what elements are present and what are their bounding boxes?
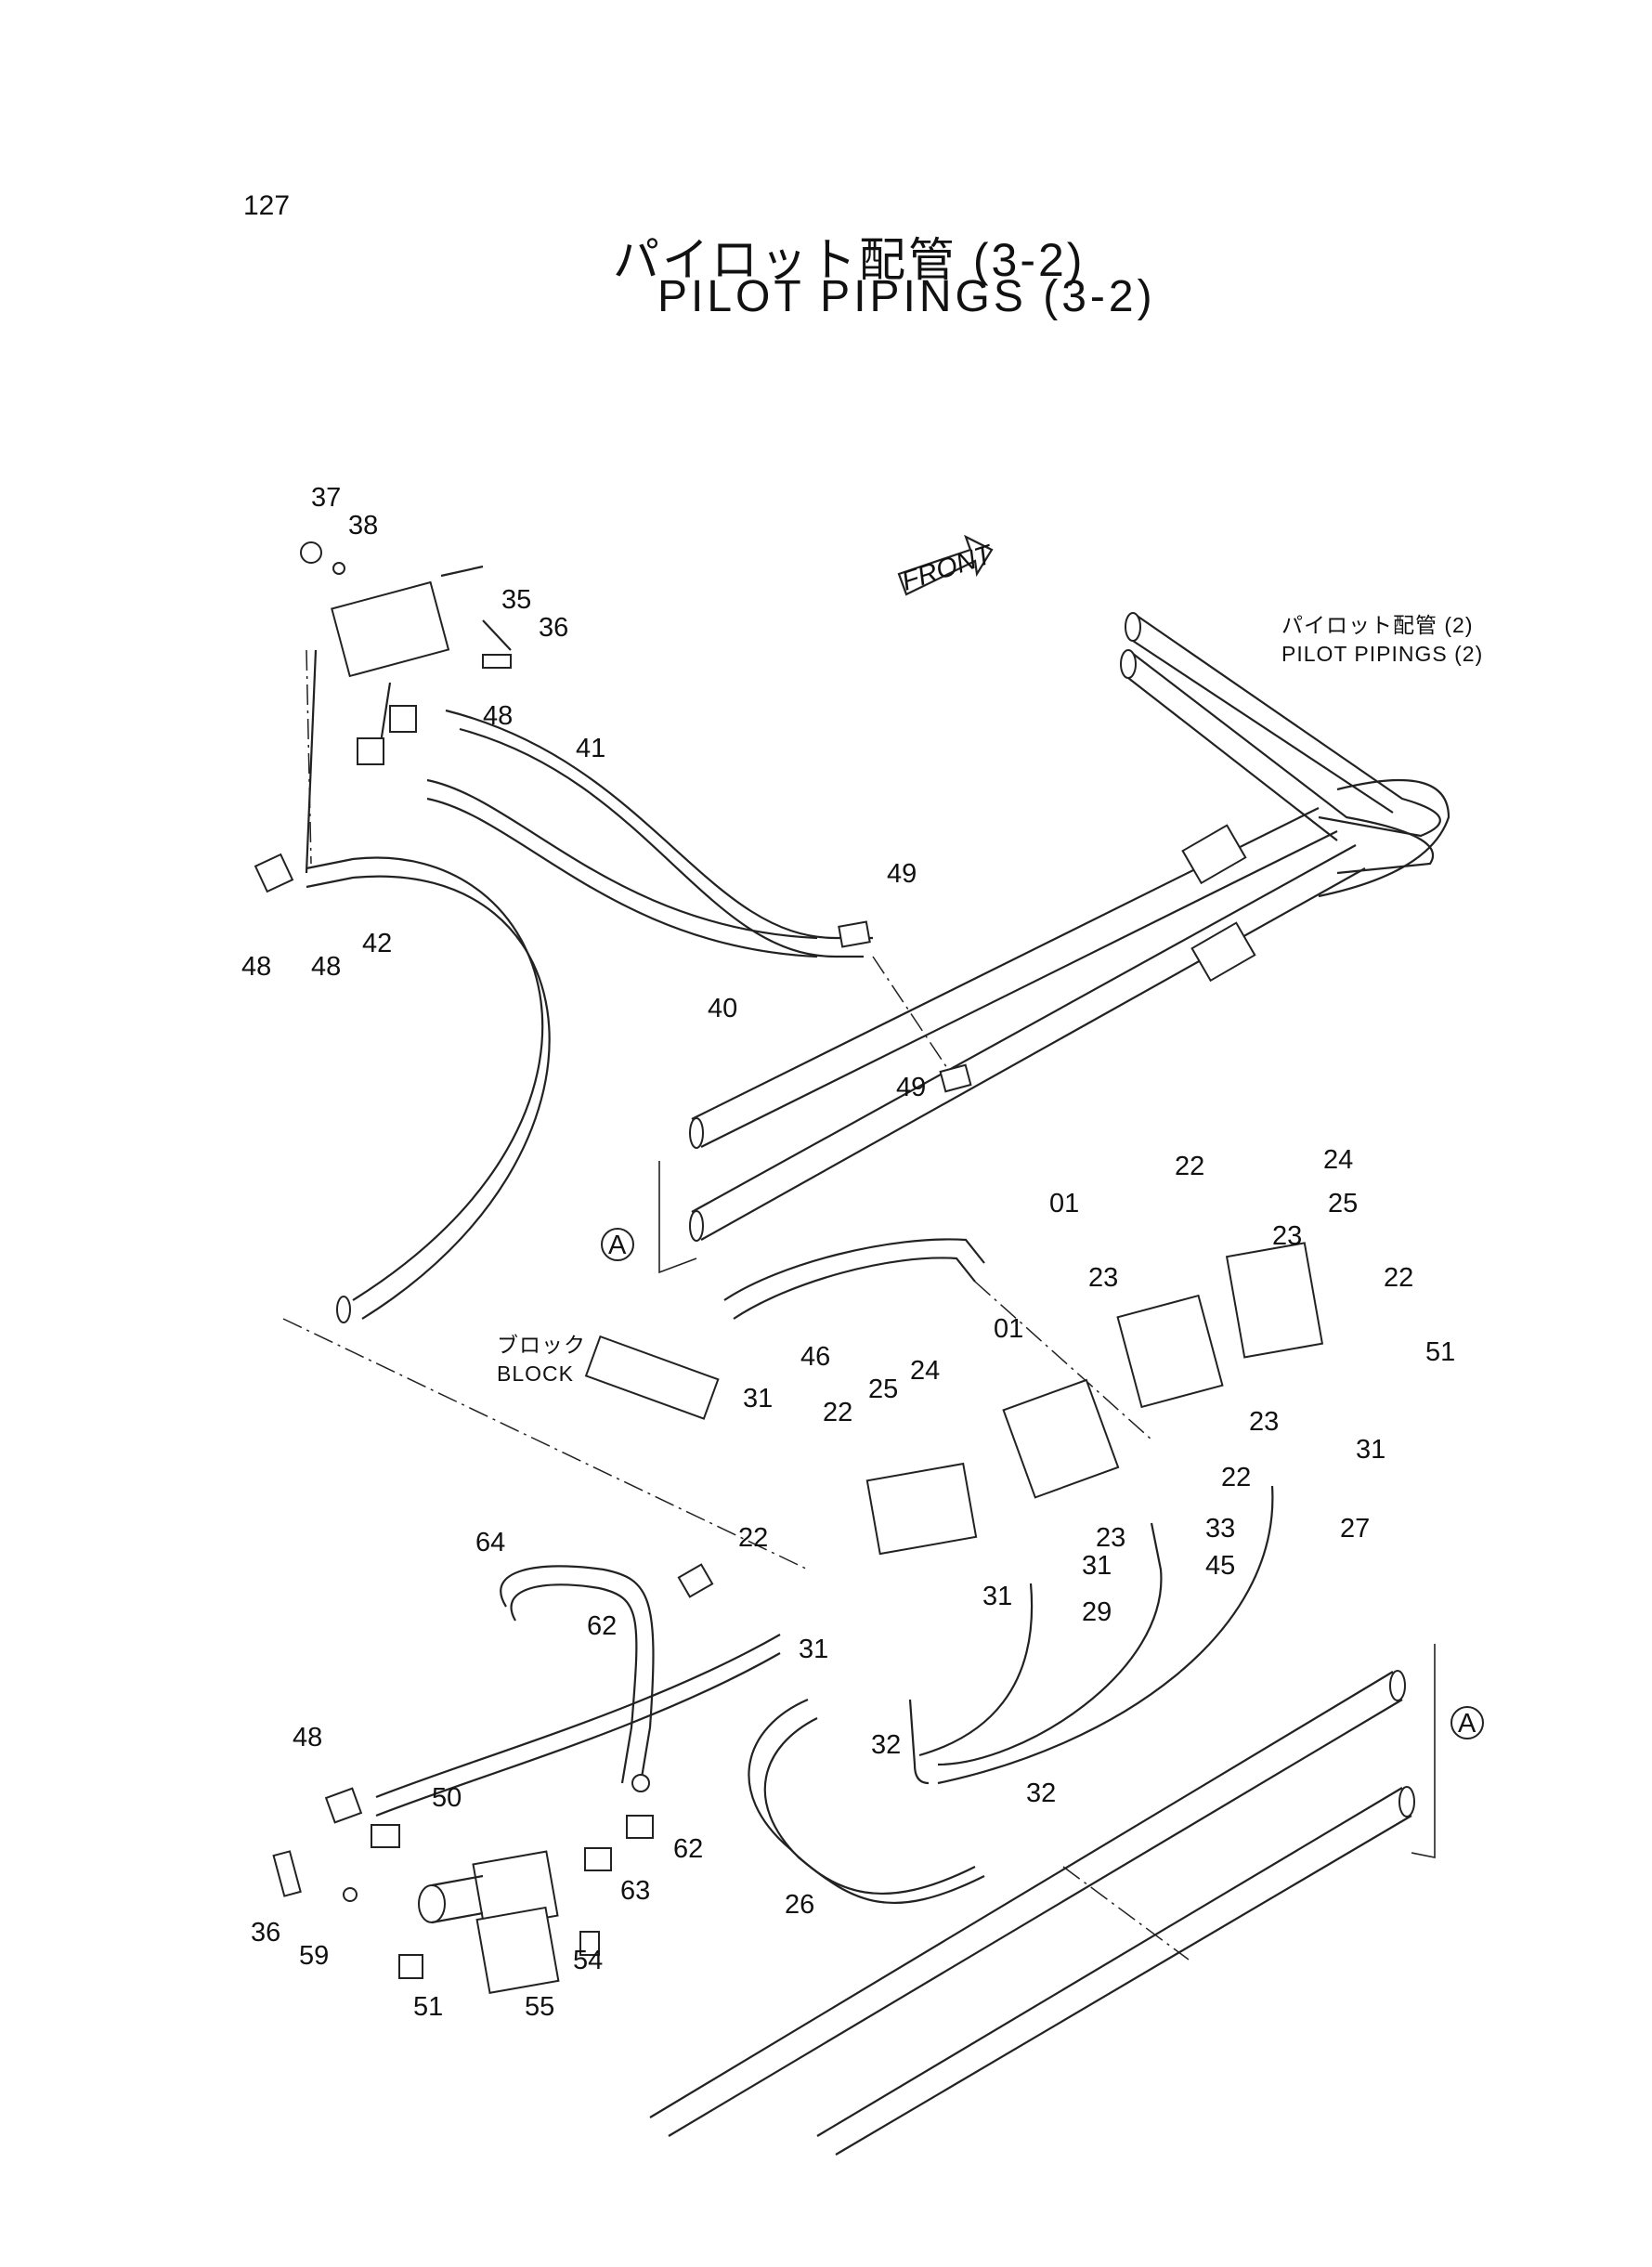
upper-valve-assembly <box>254 541 972 1323</box>
reference-note: パイロット配管 (2) PILOT PIPINGS (2) <box>1281 611 1483 669</box>
part-number-label: 51 <box>413 1992 443 2022</box>
block-note: ブロック BLOCK <box>497 1331 586 1388</box>
part-number-label: 25 <box>1328 1189 1358 1218</box>
part-number-label: 25 <box>868 1375 898 1404</box>
part-number-label: 48 <box>483 701 513 731</box>
title-japanese: パイロット配管 (3-2) <box>613 234 1086 286</box>
pipe-bundle-lower: A <box>649 1644 1484 2156</box>
part-number-label: 23 <box>1249 1407 1279 1437</box>
part-number-label: 49 <box>887 859 917 889</box>
part-number-label: 41 <box>576 734 605 763</box>
part-number-label: 40 <box>708 994 737 1023</box>
part-number-label: 48 <box>311 952 341 982</box>
part-number-label: 64 <box>475 1528 505 1557</box>
part-number-label: 62 <box>673 1834 703 1864</box>
reference-note-en: PILOT PIPINGS (2) <box>1281 642 1484 666</box>
marker-a-upper: A <box>608 1231 627 1260</box>
part-number-label: 37 <box>311 483 341 513</box>
part-number-label: 38 <box>348 511 378 541</box>
block-note-en: BLOCK <box>497 1362 574 1386</box>
part-number-label: 24 <box>910 1356 940 1386</box>
part-number-label: 23 <box>1272 1221 1302 1251</box>
pipe-bundle-upper: A <box>601 612 1450 1274</box>
part-number-label: 59 <box>299 1941 329 1971</box>
part-number-label: 01 <box>994 1314 1023 1344</box>
part-number-label: 23 <box>1088 1263 1118 1293</box>
part-number-label: 45 <box>1205 1551 1235 1581</box>
part-number-label: 33 <box>1205 1514 1235 1544</box>
part-number-label: 50 <box>432 1783 462 1813</box>
reference-note-jp: パイロット配管 (2) <box>1281 613 1474 637</box>
part-number-label: 36 <box>251 1918 280 1948</box>
title-english: PILOT PIPINGS (3-2) <box>657 272 1156 321</box>
part-number-label: 55 <box>525 1992 554 2022</box>
part-number-label: 31 <box>1356 1435 1385 1465</box>
lower-left-assembly <box>272 1563 781 1994</box>
part-number-label: 54 <box>573 1946 603 1975</box>
part-number-label: 22 <box>823 1398 852 1427</box>
part-number-label: 26 <box>785 1890 814 1920</box>
part-number-label: 29 <box>1082 1597 1112 1627</box>
part-number-label: 01 <box>1049 1189 1079 1218</box>
part-number-label: 31 <box>799 1635 828 1664</box>
part-number-label: 27 <box>1340 1514 1370 1544</box>
part-number-label: 46 <box>800 1342 830 1372</box>
part-number-label: 32 <box>871 1730 901 1760</box>
marker-a-lower: A <box>1458 1709 1476 1739</box>
part-number-label: 22 <box>1221 1463 1251 1492</box>
part-number-label: 22 <box>738 1523 768 1553</box>
page-number: 127 <box>243 190 291 221</box>
part-number-label: 48 <box>293 1723 322 1752</box>
part-number-label: 63 <box>620 1876 650 1906</box>
part-number-label: 31 <box>982 1582 1012 1611</box>
part-number-label: 22 <box>1384 1263 1413 1293</box>
front-label: FRONT <box>898 540 997 597</box>
part-number-label: 24 <box>1323 1145 1353 1175</box>
part-number-label: 36 <box>539 613 568 643</box>
block-note-jp: ブロック <box>497 1333 586 1357</box>
part-number-label: 31 <box>743 1384 773 1414</box>
part-number-label: 35 <box>501 585 531 615</box>
front-arrow: FRONT <box>897 534 997 597</box>
part-number-label: 51 <box>1425 1337 1455 1367</box>
part-number-label: 48 <box>241 952 271 982</box>
part-number-label: 31 <box>1082 1551 1112 1581</box>
part-number-label: 49 <box>896 1073 926 1102</box>
middle-block-assembly <box>584 1238 1324 1904</box>
part-number-label: 62 <box>587 1611 617 1641</box>
part-number-label: 42 <box>362 929 392 958</box>
part-number-label: 22 <box>1175 1152 1204 1181</box>
part-number-label: 23 <box>1096 1523 1125 1553</box>
part-number-label: 32 <box>1026 1778 1056 1808</box>
